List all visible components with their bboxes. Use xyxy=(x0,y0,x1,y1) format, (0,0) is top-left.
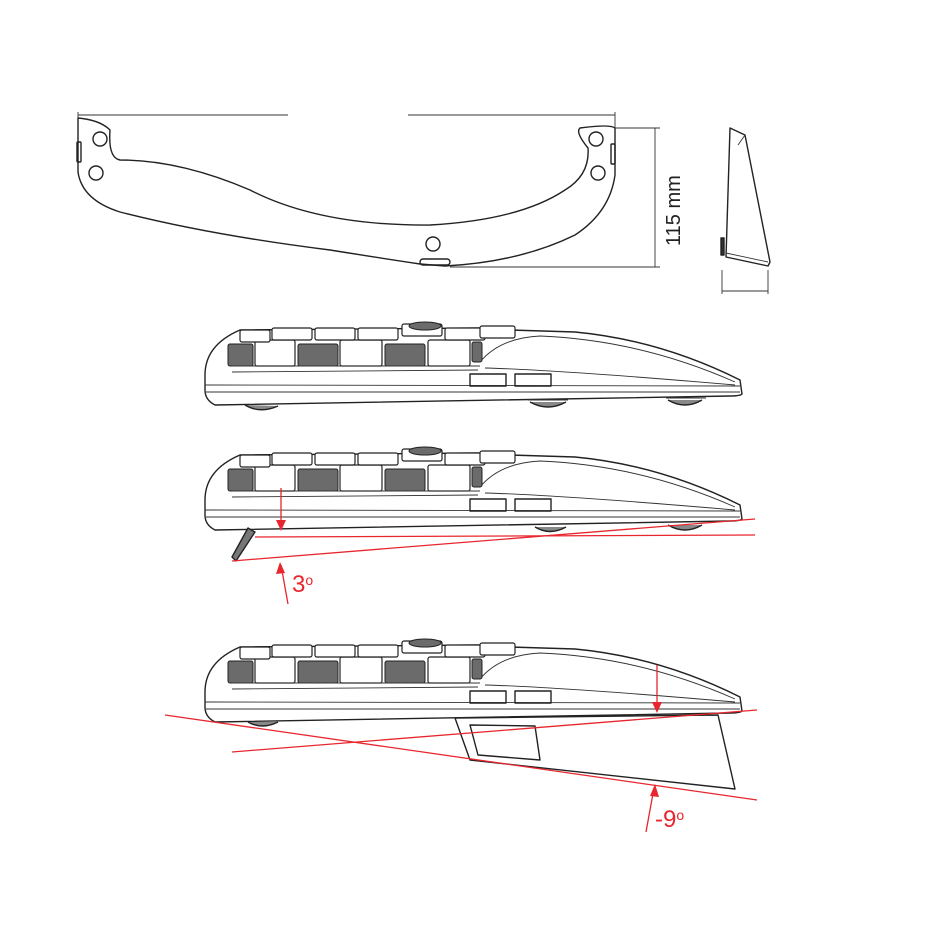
height-dimension-label: 115 mm xyxy=(664,175,684,246)
keyboard-flat-view xyxy=(205,322,742,410)
top-view-outline xyxy=(77,112,615,266)
negative-tilt-value: -9 xyxy=(655,806,676,833)
height-dimension-line xyxy=(450,128,660,267)
degree-symbol: o xyxy=(305,572,313,588)
side-profile-view xyxy=(721,128,770,294)
degree-symbol: o xyxy=(676,807,684,823)
negative-tilt-angle-label: -9o xyxy=(655,808,684,832)
positive-tilt-angle-label: 3o xyxy=(292,573,313,597)
positive-tilt-value: 3 xyxy=(292,571,305,598)
keyboard-positive-tilt-view xyxy=(205,447,755,604)
keyboard-negative-tilt-view xyxy=(165,639,757,832)
